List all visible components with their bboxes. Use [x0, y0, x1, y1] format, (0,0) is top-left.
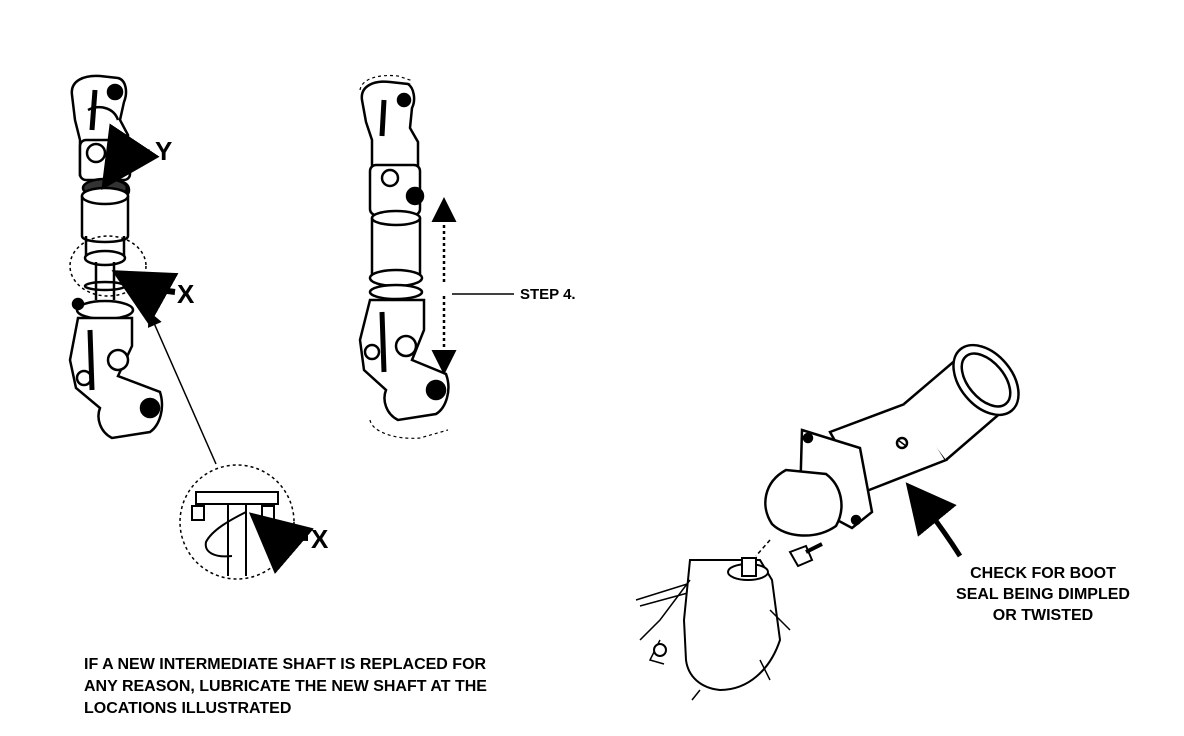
steering-gear: [635, 557, 791, 701]
assembly-dashed-line: [755, 539, 771, 557]
x-arrow-icon: [111, 270, 179, 326]
detail-leader-line: [147, 311, 217, 465]
x-label-detail: X: [311, 524, 329, 554]
callout-line: OR TWISTED: [992, 607, 1094, 624]
step-label: STEP 4.: [520, 286, 576, 303]
boot-seal: [764, 343, 1020, 537]
boot-check-callout: CHECK FOR BOOT SEAL BEING DIMPLED OR TWI…: [918, 563, 1168, 626]
note-line: IF A NEW INTERMEDIATE SHAFT IS REPLACED …: [84, 656, 487, 673]
x-detail-arrow-icon: [248, 512, 314, 575]
boot-bolt: [788, 542, 823, 568]
intermediate-shaft-exploded: [68, 74, 164, 440]
callout-line: CHECK FOR BOOT: [970, 565, 1116, 582]
y-label: Y: [155, 136, 173, 166]
x-label-main: X: [177, 279, 195, 309]
intermediate-shaft-assembled: [358, 74, 450, 439]
lubrication-zone-circle: [69, 235, 147, 297]
lubrication-note: IF A NEW INTERMEDIATE SHAFT IS REPLACED …: [84, 654, 604, 720]
y-arrow-icon: [101, 123, 160, 190]
callout-line: SEAL BEING DIMPLED: [956, 586, 1130, 603]
boot-arrow-icon: [905, 482, 963, 558]
note-line: LOCATIONS ILLUSTRATED: [84, 700, 292, 717]
detail-view: [179, 464, 314, 580]
note-line: ANY REASON, LUBRICATE THE NEW SHAFT AT T…: [84, 678, 487, 695]
